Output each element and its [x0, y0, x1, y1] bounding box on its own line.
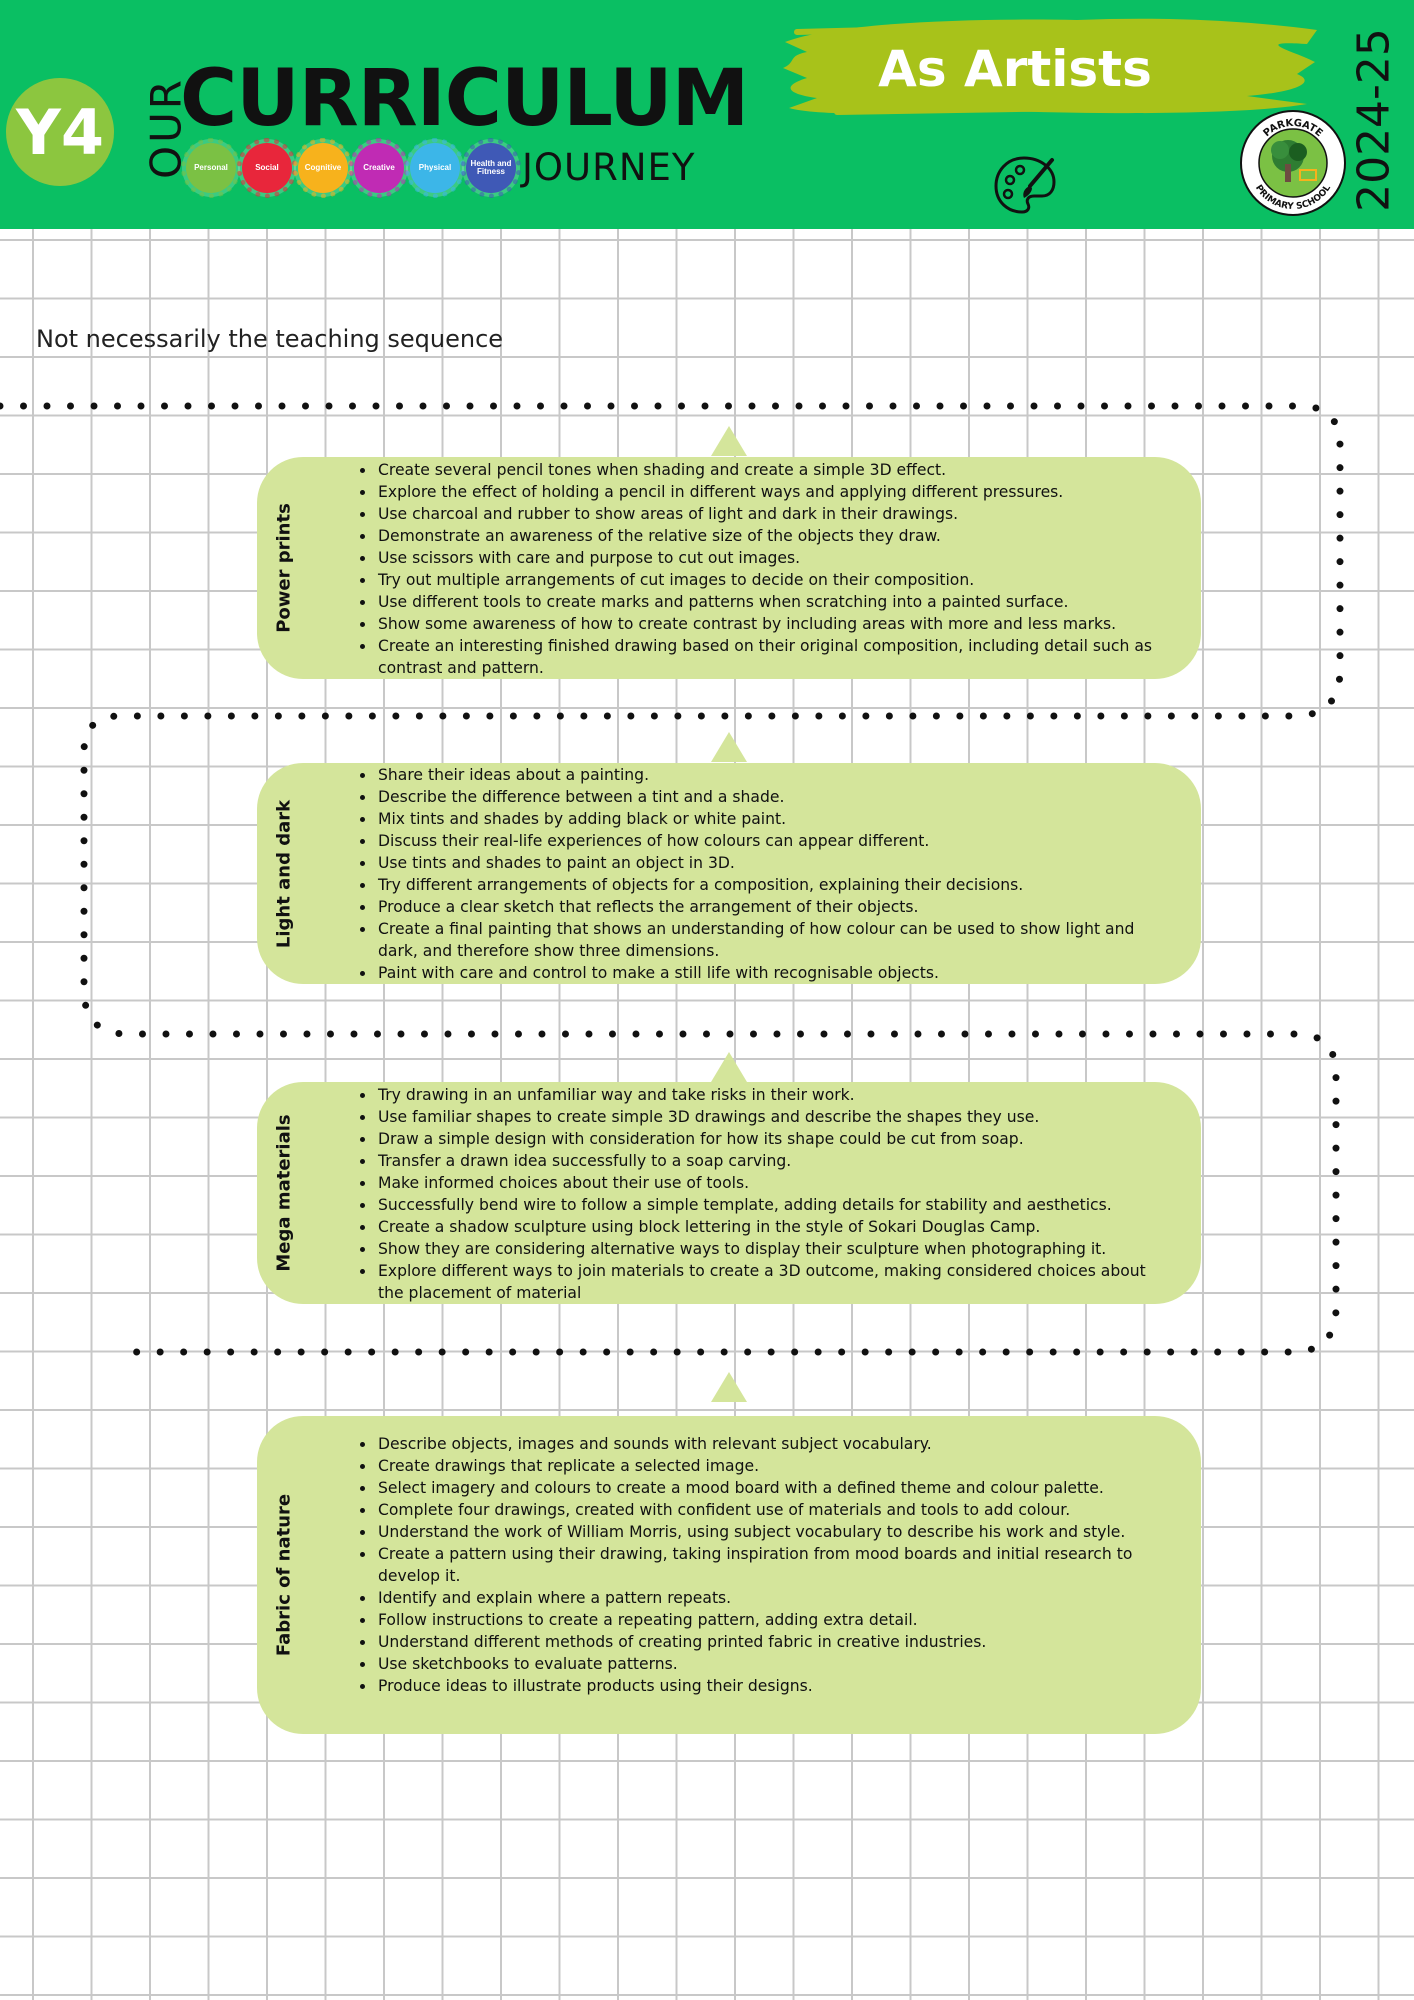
list-item: Create a shadow sculpture using block le… — [376, 1216, 1161, 1238]
list-item: Show some awareness of how to create con… — [376, 613, 1161, 635]
objective-list: Create several pencil tones when shading… — [356, 459, 1161, 679]
list-item: Use charcoal and rubber to show areas of… — [376, 503, 1161, 525]
unit-title: Power prints — [273, 503, 295, 633]
list-item: Produce a clear sketch that reflects the… — [376, 896, 1161, 918]
subject-title: As Artists — [878, 40, 1152, 98]
curriculum-title: CURRICULUM — [180, 54, 749, 144]
list-item: Understand different methods of creating… — [376, 1631, 1161, 1653]
sequence-note: Not necessarily the teaching sequence — [36, 325, 504, 353]
list-item: Try drawing in an unfamiliar way and tak… — [376, 1084, 1161, 1106]
list-item: Share their ideas about a painting. — [376, 764, 1161, 786]
list-item: Try out multiple arrangements of cut ima… — [376, 569, 1161, 591]
list-item: Explore different ways to join materials… — [376, 1260, 1161, 1304]
list-item: Follow instructions to create a repeatin… — [376, 1609, 1161, 1631]
list-item: Use scissors with care and purpose to cu… — [376, 547, 1161, 569]
list-item: Discuss their real-life experiences of h… — [376, 830, 1161, 852]
unit-card-power-prints: Power prints Create several pencil tones… — [257, 457, 1201, 679]
unit-title: Fabric of nature — [273, 1493, 295, 1657]
list-item: Use familiar shapes to create simple 3D … — [376, 1106, 1161, 1128]
journey-label: JOURNEY — [522, 146, 696, 189]
objective-list: Try drawing in an unfamiliar way and tak… — [356, 1084, 1161, 1304]
unit-card-light-and-dark: Light and dark Share their ideas about a… — [257, 763, 1201, 984]
list-item: Select imagery and colours to create a m… — [376, 1477, 1161, 1499]
list-item: Use different tools to create marks and … — [376, 591, 1161, 613]
list-item: Make informed choices about their use of… — [376, 1172, 1161, 1194]
up-arrow-icon — [711, 1372, 747, 1402]
unit-title: Mega materials — [273, 1114, 295, 1272]
up-arrow-icon — [711, 1052, 747, 1082]
objective-list: Describe objects, images and sounds with… — [356, 1433, 1161, 1697]
school-logo: PARKGATE PRIMARY SCHOOL — [1240, 110, 1346, 216]
list-item: Mix tints and shades by adding black or … — [376, 808, 1161, 830]
list-item: Demonstrate an awareness of the relative… — [376, 525, 1161, 547]
brush-stroke-background — [783, 18, 1317, 115]
year-group-badge: Y4 — [6, 78, 114, 186]
palette-brush-icon — [994, 156, 1056, 214]
list-item: Describe the difference between a tint a… — [376, 786, 1161, 808]
unit-card-fabric-of-nature: Fabric of nature Describe objects, image… — [257, 1416, 1201, 1734]
list-item: Produce ideas to illustrate products usi… — [376, 1675, 1161, 1697]
list-item: Create drawings that replicate a selecte… — [376, 1455, 1161, 1477]
list-item: Show they are considering alternative wa… — [376, 1238, 1161, 1260]
list-item: Explore the effect of holding a pencil i… — [376, 481, 1161, 503]
list-item: Use sketchbooks to evaluate patterns. — [376, 1653, 1161, 1675]
health-fitness-gear-icon: Health and Fitness — [461, 138, 521, 198]
up-arrow-icon — [711, 732, 747, 762]
list-item: Create an interesting finished drawing b… — [376, 635, 1161, 679]
list-item: Draw a simple design with consideration … — [376, 1128, 1161, 1150]
list-item: Transfer a drawn idea successfully to a … — [376, 1150, 1161, 1172]
list-item: Create a pattern using their drawing, ta… — [376, 1543, 1161, 1587]
list-item: Create several pencil tones when shading… — [376, 459, 1161, 481]
up-arrow-icon — [711, 426, 747, 456]
objective-list: Share their ideas about a painting. Desc… — [356, 764, 1161, 984]
unit-card-mega-materials: Mega materials Try drawing in an unfamil… — [257, 1082, 1201, 1304]
list-item: Successfully bend wire to follow a simpl… — [376, 1194, 1161, 1216]
list-item: Create a final painting that shows an un… — [376, 918, 1161, 962]
list-item: Try different arrangements of objects fo… — [376, 874, 1161, 896]
list-item: Identify and explain where a pattern rep… — [376, 1587, 1161, 1609]
list-item: Use tints and shades to paint an object … — [376, 852, 1161, 874]
list-item: Describe objects, images and sounds with… — [376, 1433, 1161, 1455]
physical-gear-icon: Physical — [405, 138, 465, 198]
list-item: Paint with care and control to make a st… — [376, 962, 1161, 984]
unit-title: Light and dark — [273, 799, 295, 948]
list-item: Complete four drawings, created with con… — [376, 1499, 1161, 1521]
list-item: Understand the work of William Morris, u… — [376, 1521, 1161, 1543]
